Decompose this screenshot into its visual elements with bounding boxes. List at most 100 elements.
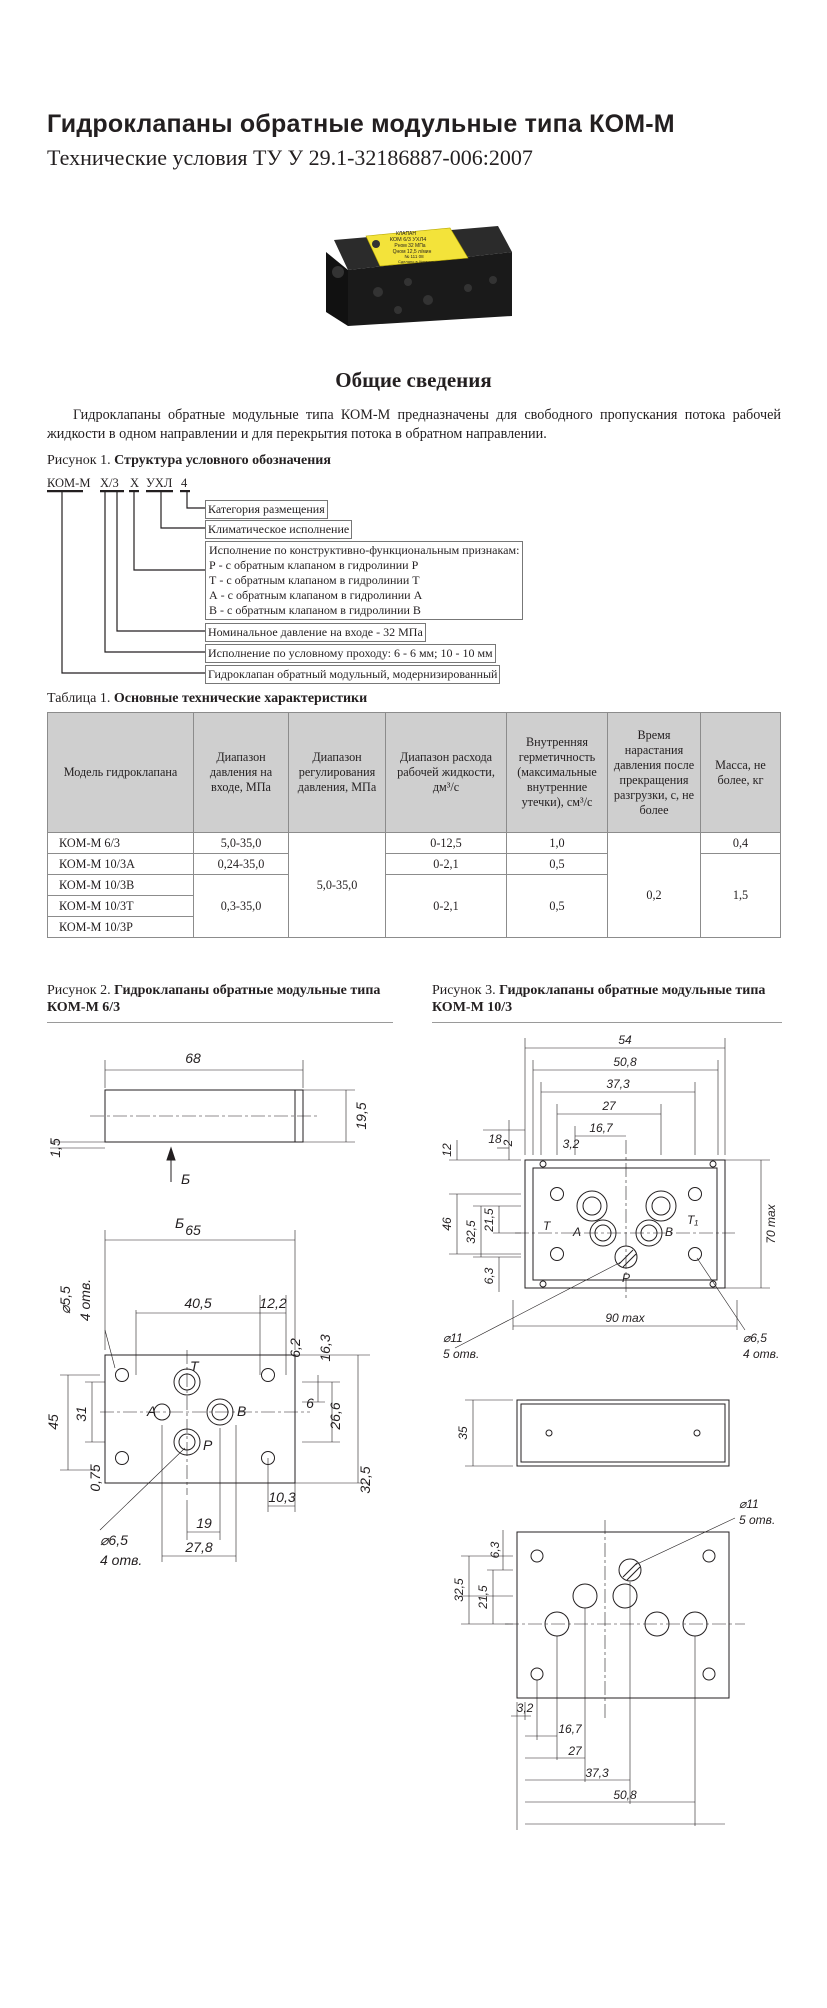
dim-label: ⌀11 (443, 1331, 463, 1345)
dim-label: 26,6 (327, 1402, 343, 1430)
intro-paragraph: Гидроклапаны обратные модульные типа КОМ… (47, 407, 781, 442)
dim-label: 16,7 (589, 1121, 614, 1135)
port-label: А (572, 1225, 581, 1239)
port-label: Р (203, 1437, 213, 1453)
dim-label: 4 отв. (77, 1279, 93, 1321)
dim-label: 27,8 (184, 1539, 212, 1555)
dim-label: 50,8 (613, 1788, 637, 1802)
port-label: Т₁ (687, 1213, 698, 1227)
table-row: КОМ-М 10/3Р (47, 916, 781, 938)
dim-label: 70 max (764, 1203, 778, 1243)
port-label: Т (190, 1358, 200, 1374)
dim-label: 40,5 (184, 1295, 211, 1311)
dim-label: 27 (567, 1744, 583, 1758)
dim-label: 0,75 (87, 1464, 103, 1491)
col-header: Модель гидроклапана (47, 712, 194, 833)
dim-label: 21,5 (476, 1585, 490, 1610)
port-label: Р (622, 1271, 630, 1285)
note-bore: Исполнение по условному проходу: 6 - 6 м… (205, 644, 496, 663)
note-type: Гидроклапан обратный модульный, модерниз… (205, 665, 501, 684)
dim-label: 1,5 (47, 1138, 63, 1158)
spec-table: Модель гидроклапана Диапазон давления на… (47, 712, 781, 938)
figure2-rule (47, 1022, 393, 1023)
dim-label: 31 (73, 1406, 89, 1422)
dim-label: ⌀6,5 (100, 1532, 128, 1548)
dim-label: 10,3 (268, 1489, 295, 1505)
dim-label: 19 (196, 1515, 212, 1531)
plate-line: № 111 08 (404, 254, 424, 259)
dim-label: 2 (501, 1139, 515, 1147)
dim-label: 65 (185, 1222, 201, 1238)
dim-label: 16,7 (558, 1722, 583, 1736)
page-subtitle: Технические условия ТУ У 29.1-32186887-0… (47, 145, 533, 170)
dim-label: 50,8 (613, 1055, 637, 1069)
col-header: Диапазон давления на входе, МПа (193, 712, 289, 833)
dim-label: 6,3 (488, 1541, 502, 1558)
dim-label: 46 (440, 1217, 454, 1231)
plate-line: КОМ 6/3 УХЛ4 (390, 237, 427, 243)
page-title: Гидроклапаны обратные модульные типа КОМ… (47, 110, 675, 138)
dim-label: 12 (440, 1143, 454, 1157)
dim-label: 90 max (605, 1311, 645, 1325)
figure3-rule (432, 1022, 782, 1023)
code-part: Х/3 (100, 476, 119, 490)
dim-label: 5 отв. (443, 1347, 479, 1361)
dim-label: ⌀5,5 (57, 1286, 73, 1314)
dim-label: 32,5 (357, 1466, 373, 1493)
dim-label: ⌀11 (739, 1497, 759, 1511)
plate-line: Рном 32 МПа (394, 243, 425, 249)
code-part: 4 (181, 476, 188, 490)
figure2-drawing: 68 19,5 1,5 Б Б 65 40,5 12,2 ⌀5,5 4 отв.… (45, 1050, 373, 1568)
dim-label: 6,2 (287, 1338, 303, 1358)
figure2-caption: Рисунок 2. Гидроклапаны обратные модульн… (47, 983, 381, 1015)
dim-label: 3,2 (563, 1137, 580, 1151)
plate-line: КЛАПАН (396, 231, 416, 237)
dim-label: 3,2 (517, 1701, 534, 1715)
note-functional: Исполнение по конструктивно-функциональн… (205, 541, 524, 620)
col-header: Внутренняя герметичность (максимальные в… (506, 712, 608, 833)
dim-label: 5 отв. (739, 1513, 775, 1527)
dim-label: 19,5 (353, 1102, 369, 1129)
table-row: КОМ-М 10/3Т (47, 895, 781, 917)
code-part: КОМ-М (47, 476, 91, 490)
col-header: Диапазон расхода рабочей жидкости, дм³/с (385, 712, 507, 833)
port-label: А (146, 1403, 156, 1419)
code-part: УХЛ (146, 476, 173, 490)
figure1-caption: Рисунок 1. Структура условного обозначен… (47, 453, 331, 468)
view-label: Б (175, 1215, 184, 1231)
dim-label: 4 отв. (100, 1552, 142, 1568)
section-heading: Общие сведения (335, 368, 492, 392)
dim-label: 32,5 (452, 1578, 466, 1602)
note-climate: Климатическое исполнение (205, 520, 353, 539)
arrow-label: Б (181, 1171, 190, 1187)
table1-caption: Таблица 1. Основные технические характер… (47, 691, 368, 706)
table-row: КОМ-М 10/3В 0,3-35,0 0-2,1 0,5 (47, 874, 781, 938)
dim-label: 35 (456, 1426, 470, 1440)
dim-label: 27 (601, 1099, 617, 1113)
dim-label: 45 (45, 1414, 61, 1430)
figure3-drawing: 54 50,8 37,3 27 16,7 3,2 18 2 12 46 32,5… (440, 1033, 779, 1830)
dim-label: 54 (618, 1033, 632, 1047)
designation-leaders (47, 490, 205, 674)
port-label: В (237, 1403, 246, 1419)
product-photo: КЛАПАН КОМ 6/3 УХЛ4 Рном 32 МПа Qном 12,… (326, 226, 512, 326)
dim-label: 4 отв. (743, 1347, 779, 1361)
dim-label: 68 (185, 1050, 201, 1066)
col-header: Время нарастания давления после прекраще… (607, 712, 701, 833)
port-label: Т (543, 1219, 552, 1233)
figure3-caption: Рисунок 3. Гидроклапаны обратные модульн… (432, 983, 766, 1015)
dim-label: 6 (306, 1395, 314, 1411)
dim-label: ⌀6,5 (743, 1331, 767, 1345)
dim-label: 32,5 (464, 1220, 478, 1244)
dim-label: 16,3 (317, 1334, 333, 1361)
dim-label: 6,3 (482, 1267, 496, 1284)
dim-label: 12,2 (259, 1295, 286, 1311)
plate-line: Сделано в Украине (398, 259, 435, 264)
code-part: Х (130, 476, 140, 490)
note-pressure: Номинальное давление на входе - 32 МПа (205, 623, 426, 642)
col-header: Масса, не более, кг (700, 712, 781, 833)
table-row: КОМ-М 6/3 5,0-35,0 5,0-35,0 0-12,5 1,0 0… (47, 832, 781, 938)
dim-label: 18 (488, 1132, 502, 1146)
note-placement: Категория размещения (205, 500, 328, 519)
port-label: В (665, 1225, 673, 1239)
